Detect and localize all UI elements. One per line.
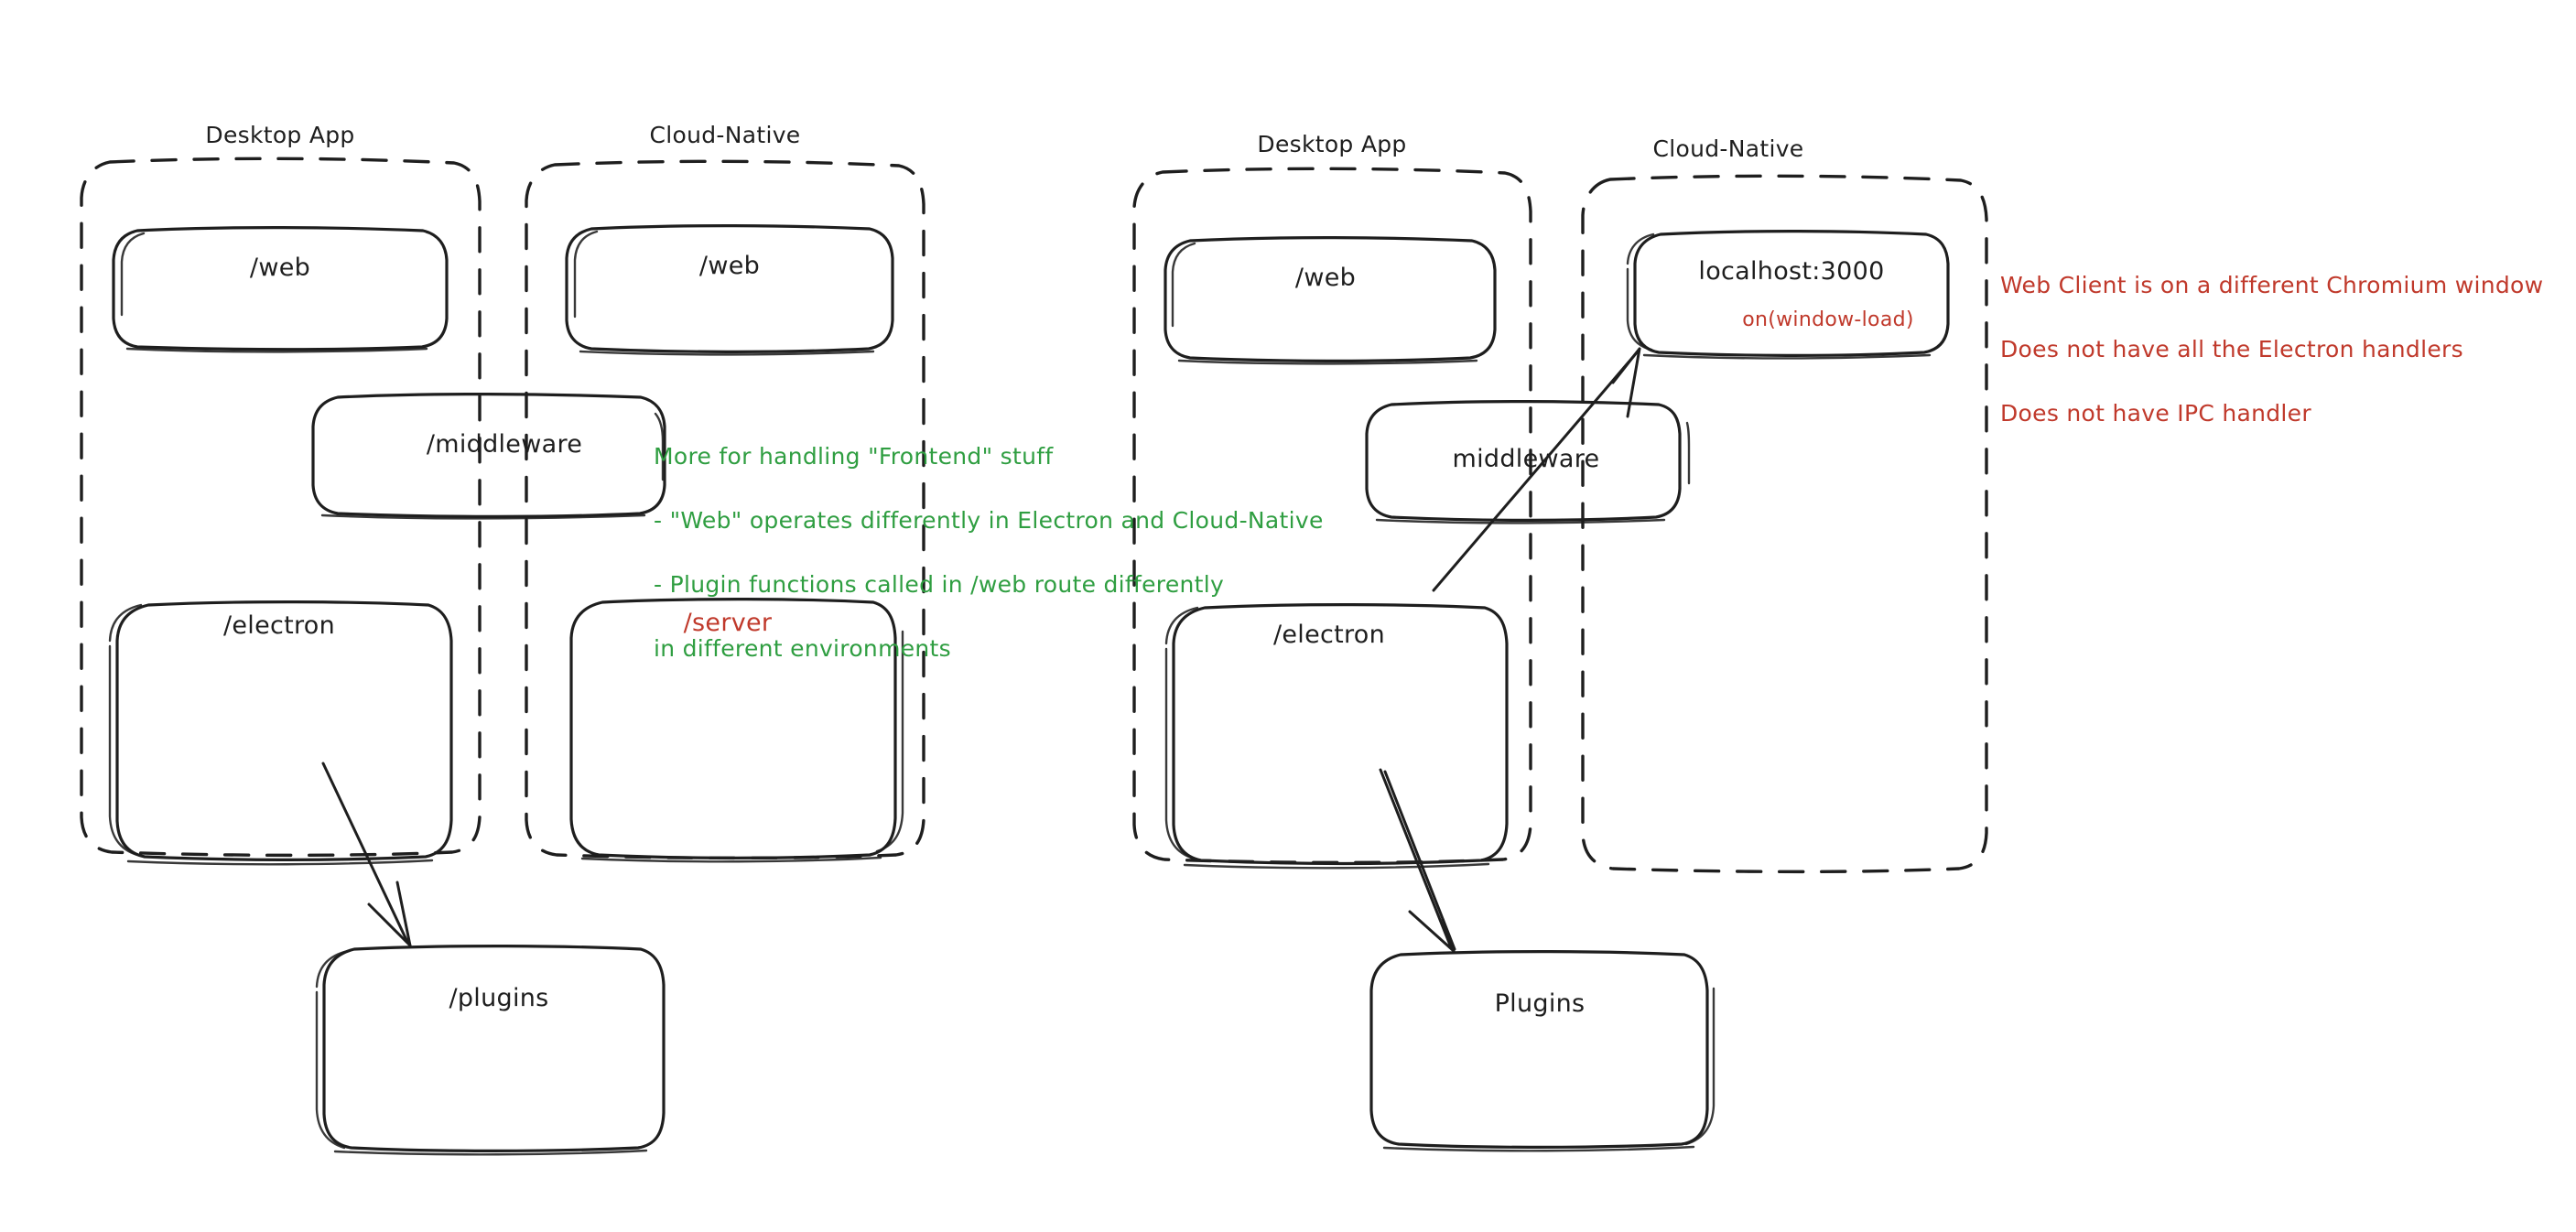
box-sublabel-right-localhost-on-window-load: on(window-load)	[1742, 308, 1914, 331]
box-outline-left-desktop-web	[112, 226, 449, 353]
group-label-left-cloud-native: Cloud-Native	[649, 122, 801, 148]
box-label-right-localhost: localhost:3000	[1698, 257, 1885, 286]
box-outline-right-desktop-web	[1164, 236, 1497, 365]
box-label-left-desktop-web: /web	[249, 254, 311, 282]
box-outline-left-plugins	[315, 945, 666, 1156]
group-label-left-desktop-app: Desktop App	[205, 122, 355, 148]
annotation-right-line-3: Does not have IPC handler	[2000, 400, 2311, 427]
box-label-right-desktop-web: /web	[1294, 264, 1357, 292]
box-label-right-middleware: middleware	[1452, 445, 1600, 473]
group-label-right-desktop-app: Desktop App	[1257, 131, 1407, 157]
annotation-right-line-1: Web Client is on a different Chromium wi…	[2000, 272, 2544, 298]
annotation-right-web-client-notes: Web Client is on a different Chromium wi…	[2000, 236, 2543, 463]
box-outline-left-cloud-web	[565, 224, 894, 356]
annotation-left-line-4: in different environments	[654, 635, 951, 662]
annotation-right-line-2: Does not have all the Electron handlers	[2000, 336, 2463, 362]
annotation-left-line-1: More for handling "Frontend" stuff	[654, 443, 1054, 470]
annotation-left-frontend-notes: More for handling "Frontend" stuff - "We…	[654, 407, 1324, 698]
arrow-right-electron-to-plugins	[1379, 768, 1456, 953]
box-label-left-middleware: /middleware	[426, 430, 583, 459]
arrow-left-electron-to-plugins	[321, 762, 412, 947]
annotation-left-line-3: - Plugin functions called in /web route …	[654, 571, 1225, 598]
group-label-right-cloud-native: Cloud-Native	[1652, 135, 1804, 162]
box-outline-left-electron	[108, 600, 453, 866]
annotation-left-line-2: - "Web" operates differently in Electron…	[654, 507, 1324, 534]
box-outline-right-plugins	[1369, 950, 1716, 1152]
box-label-left-electron: /electron	[222, 611, 336, 640]
box-label-left-cloud-web: /web	[698, 252, 761, 280]
box-outline-right-localhost	[1626, 230, 1950, 360]
box-label-right-plugins: Plugins	[1494, 989, 1586, 1018]
box-label-left-server: /server	[683, 609, 773, 637]
box-label-left-plugins: /plugins	[449, 984, 549, 1012]
box-label-right-electron: /electron	[1272, 621, 1386, 649]
